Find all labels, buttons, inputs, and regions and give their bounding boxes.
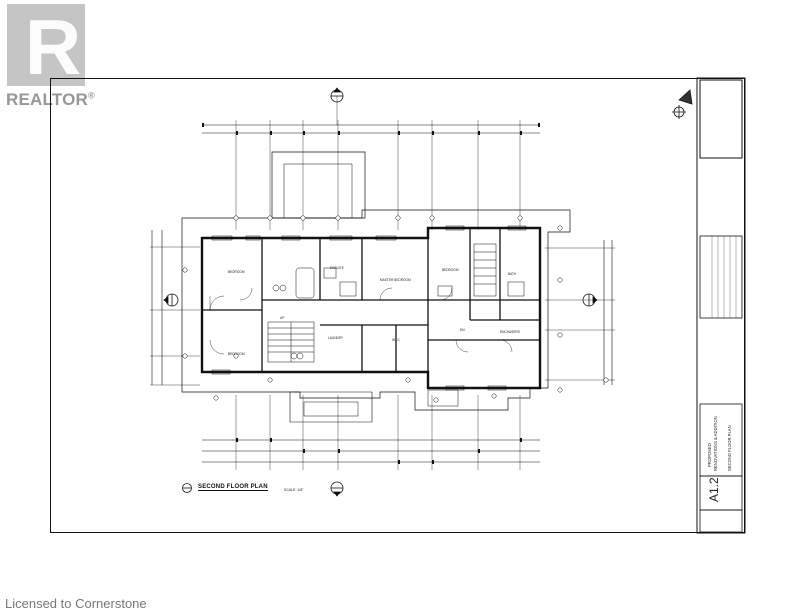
section-marker-bottom-icon bbox=[330, 481, 344, 497]
room-label-bedroom-3: BEDROOM bbox=[442, 268, 459, 272]
bottom-bay bbox=[427, 389, 459, 407]
grid-lines bbox=[150, 96, 615, 470]
room-label-bedroom-1: BEDROOM bbox=[228, 270, 245, 274]
section-marker-left-icon bbox=[163, 293, 179, 307]
north-arrow-icon bbox=[672, 89, 693, 119]
project-line-1: PROPOSED bbox=[707, 443, 712, 467]
realtor-logo-mark: R bbox=[7, 4, 85, 86]
title-block-sheet: A1.2 bbox=[704, 475, 740, 507]
room-label-laundry: LAUNDRY bbox=[328, 336, 344, 340]
front-porch-roof bbox=[271, 151, 366, 219]
door-swings bbox=[209, 287, 513, 355]
section-marker-top-icon bbox=[330, 87, 344, 103]
plan-title: SECOND FLOOR PLAN bbox=[198, 484, 268, 491]
revision-table bbox=[699, 235, 743, 319]
bottom-porch bbox=[289, 391, 373, 423]
plan-scale: SCALE: 1/8" bbox=[284, 488, 304, 492]
footer-license: Licensed to Cornerstone bbox=[5, 596, 147, 611]
sheet-title: SECOND FLOOR PLAN bbox=[727, 425, 732, 471]
realtor-logo-letter: R bbox=[24, 3, 82, 91]
grid-bubbles bbox=[182, 215, 609, 403]
title-block-notes-box bbox=[699, 79, 743, 159]
title-block-project: PROPOSED RENOVATIONS & ADDITION SECOND F… bbox=[701, 407, 741, 475]
room-label-enchasers: ENCHASERS bbox=[500, 330, 520, 334]
bottom-porch-inner bbox=[303, 401, 359, 417]
room-label-stair-down: DN bbox=[460, 328, 465, 332]
stairs bbox=[267, 243, 497, 363]
bathroom-fixtures bbox=[272, 267, 525, 360]
porch-inner bbox=[283, 163, 353, 219]
room-label-bath: BATH bbox=[508, 272, 517, 276]
realtor-logo: R REALTOR® bbox=[2, 4, 95, 109]
registered-mark: ® bbox=[88, 90, 95, 101]
room-label-bedroom-2: BEDROOM bbox=[228, 352, 245, 356]
signature-box bbox=[699, 509, 743, 533]
section-marker-right-icon bbox=[582, 293, 598, 307]
project-line-2: RENOVATIONS & ADDITION bbox=[713, 416, 718, 471]
interior-walls bbox=[202, 228, 540, 372]
realtor-brand-name: REALTOR bbox=[6, 90, 88, 109]
room-label-wic: W.I.C bbox=[392, 338, 400, 342]
dimension-ticks bbox=[202, 123, 540, 464]
roof-outline bbox=[181, 209, 571, 411]
windows bbox=[211, 225, 527, 391]
exterior-walls bbox=[200, 226, 542, 390]
sheet-number: A1.2 bbox=[707, 477, 721, 502]
revision-table-lines bbox=[711, 236, 737, 318]
realtor-logo-wordmark: REALTOR® bbox=[6, 90, 95, 110]
room-label-stair-up: UP bbox=[280, 316, 285, 320]
room-label-ensuite: ENSUITE bbox=[330, 266, 344, 270]
dimension-lines bbox=[151, 124, 613, 463]
plan-title-marker-icon bbox=[182, 483, 192, 493]
title-block bbox=[696, 77, 746, 534]
room-label-master-bedroom: MASTER BEDROOM bbox=[380, 278, 411, 282]
